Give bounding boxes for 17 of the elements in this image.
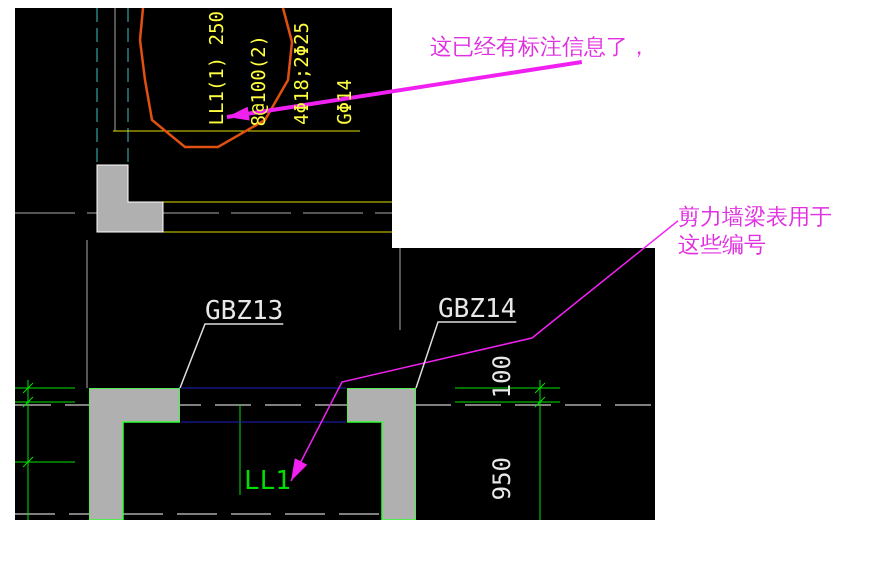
column-label: GBZ14 bbox=[438, 296, 516, 322]
beam-annotation: LL1(1) 250 bbox=[208, 10, 227, 125]
beam-label: LL1 bbox=[244, 468, 291, 494]
arrow bbox=[290, 220, 678, 482]
beam-annotation: GΦ14 bbox=[336, 79, 355, 125]
beam-annotation: 4Φ18;2Φ25 bbox=[293, 22, 312, 125]
beam-annotation: 8@100(2) bbox=[250, 35, 269, 127]
arrow bbox=[226, 60, 582, 121]
wall-column bbox=[347, 388, 416, 520]
dimension-text: 950 bbox=[490, 456, 514, 500]
callout-text: 这已经有标注信息了， bbox=[430, 34, 650, 62]
leader-line bbox=[415, 321, 516, 388]
column-label: GBZ13 bbox=[205, 298, 284, 324]
dimension-text: 100 bbox=[490, 354, 514, 398]
callout-text: 剪力墙梁表用于这些编号 bbox=[678, 204, 838, 260]
leader-line bbox=[179, 323, 284, 388]
wall-column bbox=[89, 388, 180, 520]
